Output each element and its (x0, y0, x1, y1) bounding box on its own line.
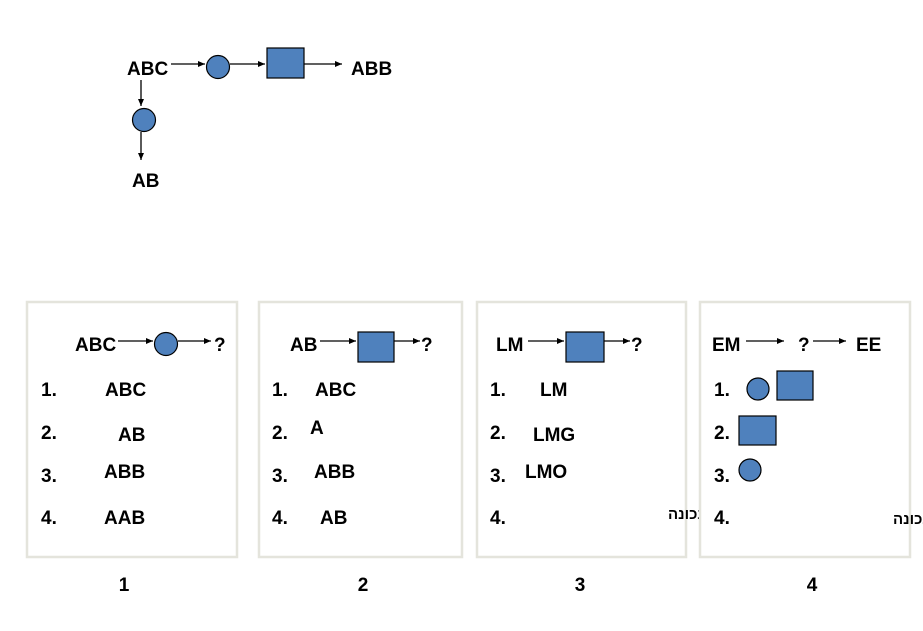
option-text[interactable]: ABC (105, 380, 146, 401)
option-text[interactable]: LMG (533, 425, 575, 446)
option-text[interactable]: ABB (104, 462, 145, 483)
option-number: 4. (490, 508, 506, 529)
square-icon (565, 331, 605, 363)
option-number: 3. (714, 466, 730, 487)
option-number: 2. (272, 423, 288, 444)
option-text[interactable]: A (310, 418, 324, 439)
rule-output-label: ? (214, 335, 226, 356)
option-number: 4. (272, 508, 288, 529)
option-number: 1. (490, 380, 506, 401)
example-diagram: ABC ABB AB (127, 47, 392, 192)
option-number: 1. (714, 380, 730, 401)
panel-caption: 4 (807, 575, 818, 596)
circle-icon[interactable] (746, 377, 770, 401)
option-text[interactable]: AAB (104, 508, 145, 529)
example-output-down-label: AB (132, 171, 159, 192)
option-number: 3. (490, 466, 506, 487)
option-text[interactable]: AB (320, 508, 347, 529)
circle-icon (205, 54, 231, 80)
panel-caption: 2 (358, 575, 369, 596)
option-text[interactable]: אף תשובה לא נכונה (893, 511, 923, 528)
rule-input-label: ABC (75, 335, 116, 356)
option-panel-3[interactable]: LM ? 1. LM 2. LMG 3. LMO 4. אף תשובה לא … (475, 300, 802, 559)
option-text[interactable]: LMO (525, 462, 567, 483)
option-number: 2. (714, 423, 730, 444)
option-panel-2[interactable]: AB ? 1. ABC 2. A 3. ABB 4. AB (257, 300, 464, 559)
square-icon (266, 47, 305, 79)
rule-output-label: ? (631, 335, 643, 356)
rule-input-label: AB (290, 335, 317, 356)
rule-output-label: EE (856, 335, 881, 356)
option-text[interactable]: ABC (315, 380, 356, 401)
option-text[interactable]: LM (540, 380, 567, 401)
option-panel-1[interactable]: ABC ? 1. ABC 2. AB 3. ABB 4. AAB (25, 300, 239, 559)
circle-icon (131, 107, 157, 133)
rule-input-label: EM (712, 335, 741, 356)
rule-input-label: LM (496, 335, 523, 356)
panel-caption: 3 (575, 575, 586, 596)
circle-icon[interactable] (738, 458, 762, 482)
square-icon (357, 331, 395, 363)
rule-middle-label: ? (798, 335, 810, 356)
option-number: 3. (41, 466, 57, 487)
panel-caption: 1 (119, 575, 130, 596)
square-icon[interactable] (776, 370, 814, 401)
option-panel-4[interactable]: EM ? EE 1. 2. 3. 4. אף תשובה לא נכונה (698, 300, 923, 559)
option-number: 1. (41, 380, 57, 401)
panel-border (698, 300, 912, 559)
circle-icon (153, 331, 179, 357)
option-number: 4. (41, 508, 57, 529)
option-text[interactable]: ABB (314, 462, 355, 483)
panel-border (25, 300, 239, 559)
option-number: 4. (714, 508, 730, 529)
square-icon[interactable] (738, 415, 777, 446)
option-number: 3. (272, 466, 288, 487)
option-text[interactable]: AB (118, 425, 145, 446)
option-number: 2. (490, 423, 506, 444)
option-number: 1. (272, 380, 288, 401)
example-output-right-label: ABB (351, 59, 392, 80)
rule-output-label: ? (421, 335, 433, 356)
option-number: 2. (41, 423, 57, 444)
example-input-label: ABC (127, 59, 168, 80)
